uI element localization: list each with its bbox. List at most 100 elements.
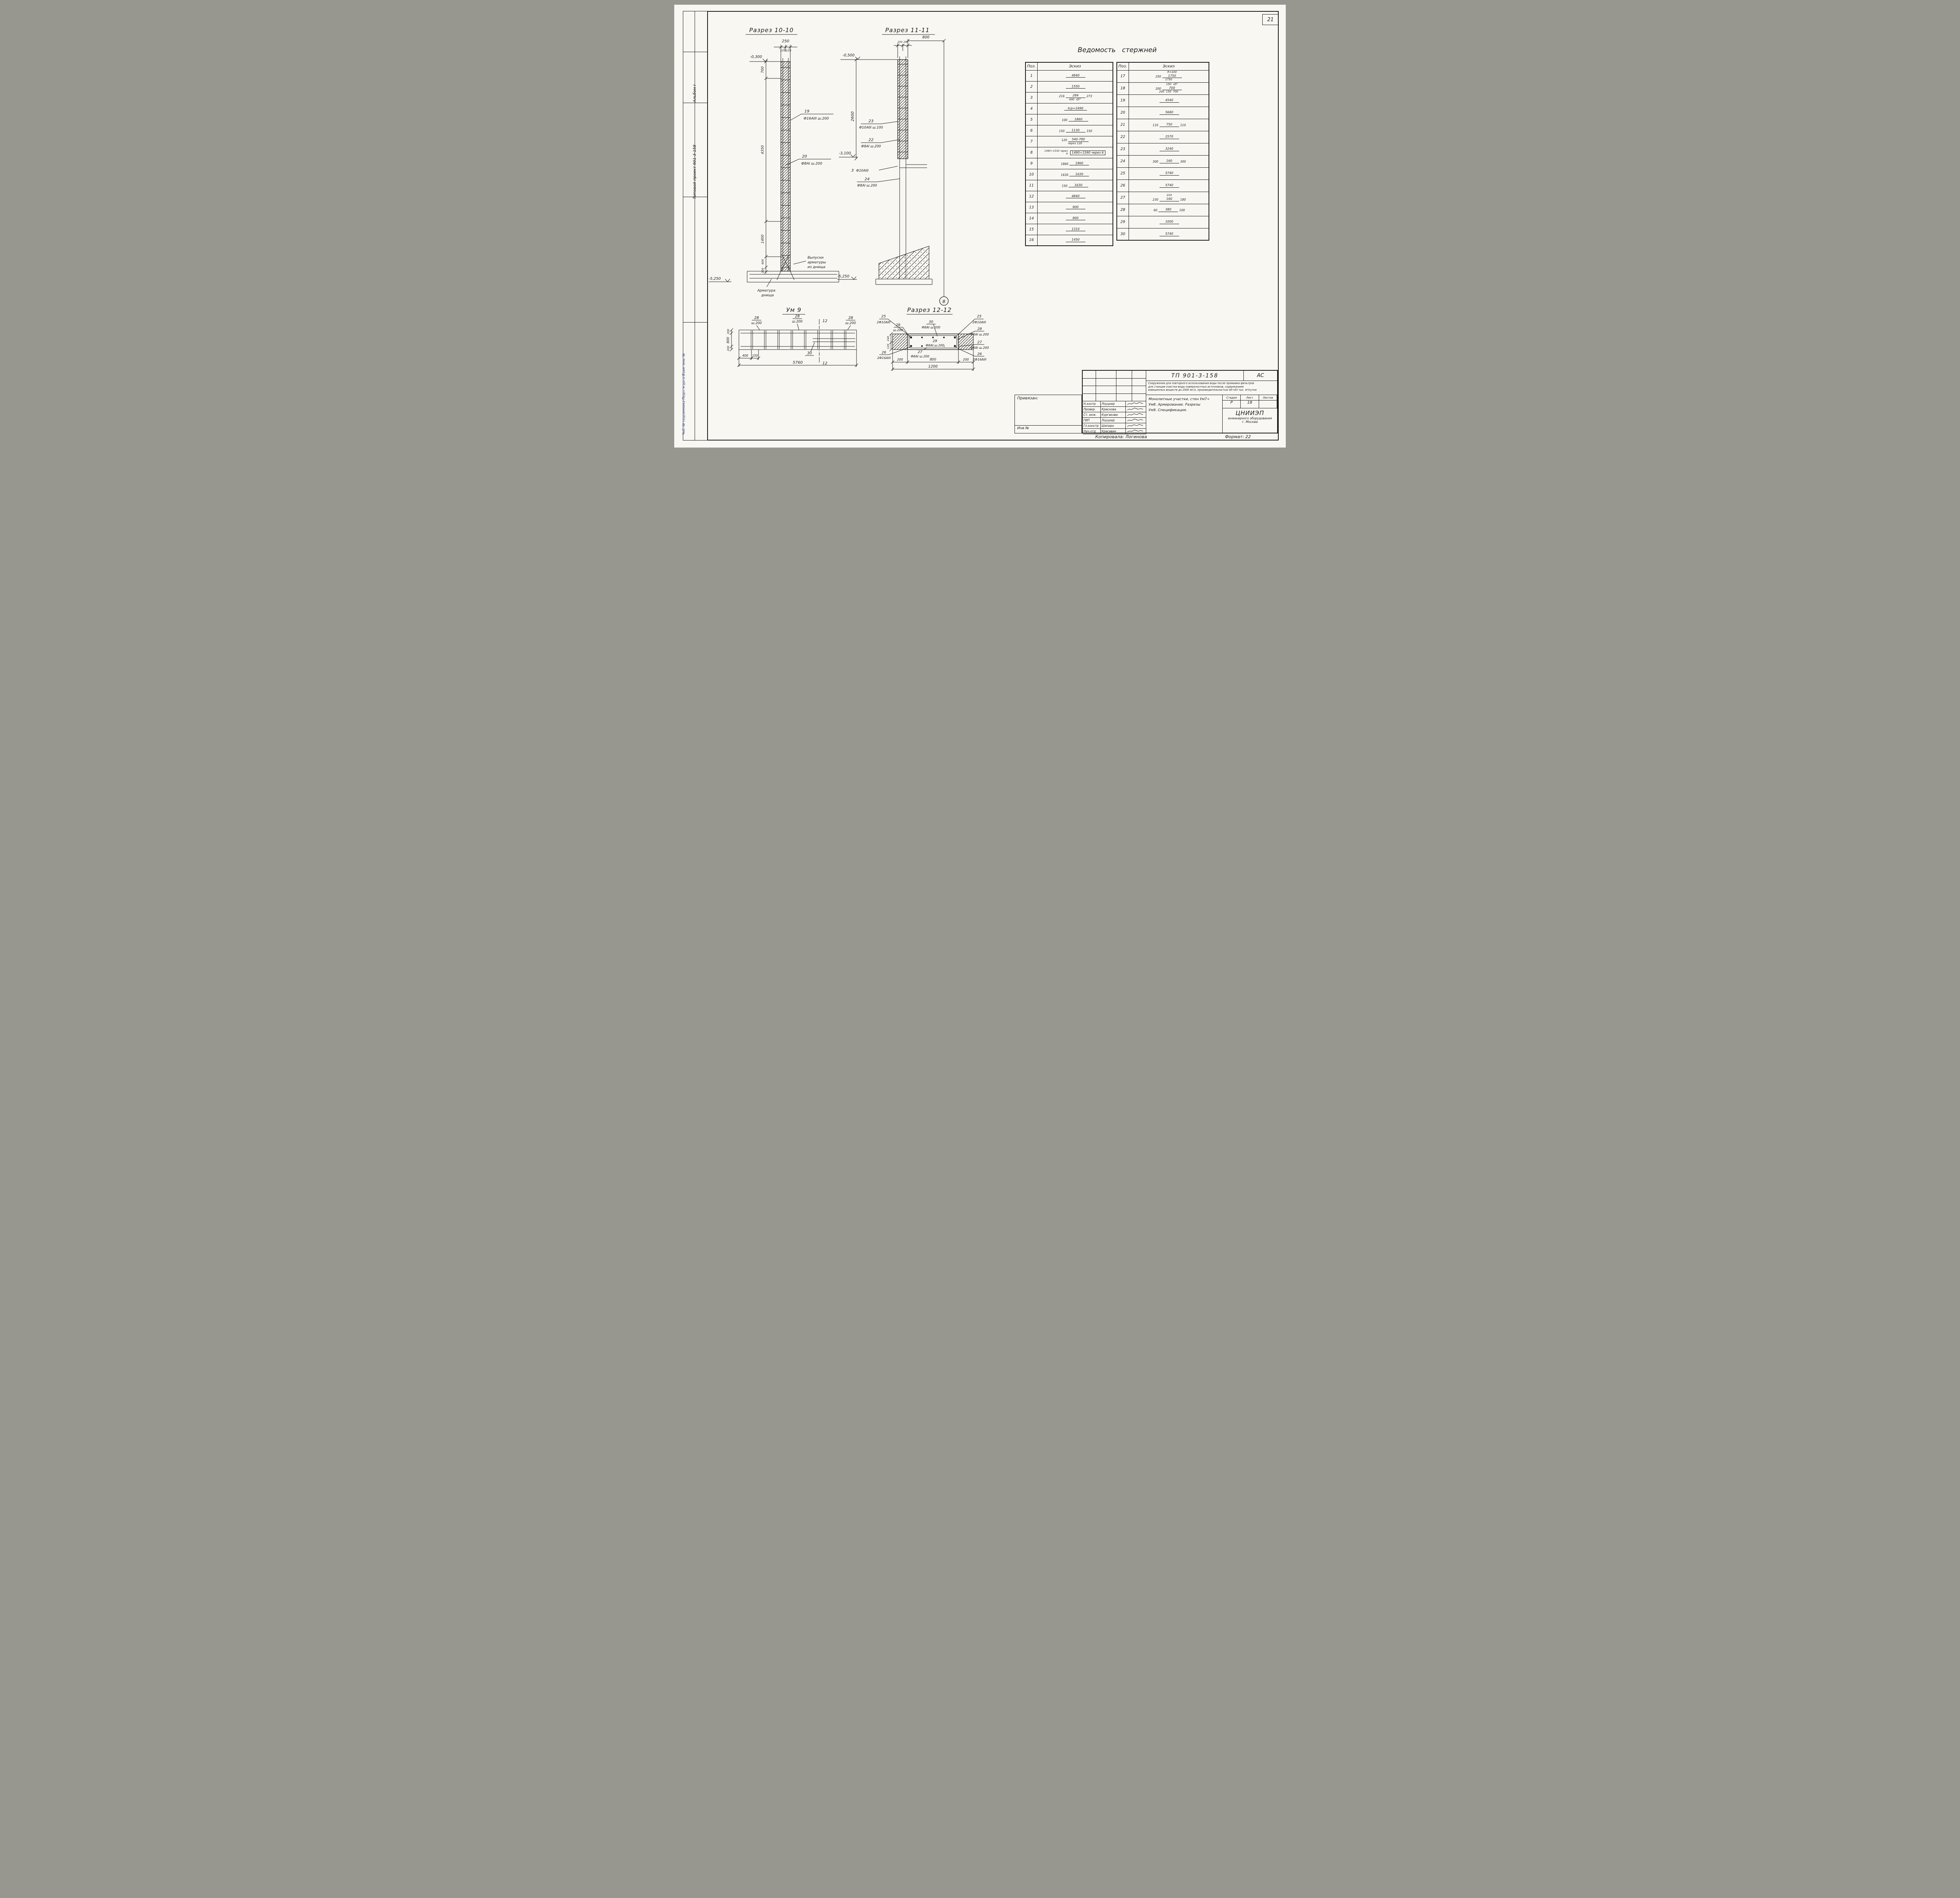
bar-pos: 22 — [1116, 131, 1129, 143]
dim-1400: 1400 — [761, 234, 765, 243]
subject-line2: Ум8. Армирование. Разрезы — [1149, 402, 1201, 407]
dim-5760: 5760 — [793, 361, 802, 365]
main-frame — [707, 11, 1279, 441]
note-bottom-reinforcement: Арматура днища — [757, 279, 775, 297]
label20: Ф8АI ш.200 — [801, 162, 822, 166]
stage-header: Стадия — [1223, 395, 1241, 401]
sketch-dim-above: R=100 — [1167, 70, 1177, 74]
bar-sketch: 800 — [1037, 212, 1113, 224]
sketch-dim-main: 1000 — [1159, 220, 1179, 224]
project-description: Сооружения для повторного использования … — [1146, 381, 1277, 395]
label22: Ф8АI ш.200 — [861, 145, 881, 149]
sketch-dim-main: 5740 — [1159, 232, 1179, 236]
bar-pos: 21 — [1116, 118, 1129, 131]
pos27: 27 — [918, 350, 922, 354]
bar-pos: 11 — [1025, 179, 1038, 191]
copied-by: Копировала: Логинова — [1095, 434, 1147, 439]
pos30: 30 — [807, 351, 812, 355]
label26: 2Ф16АIII — [877, 356, 891, 360]
label-pos27-mid: 27 Ф8АI ш.200 — [910, 347, 930, 359]
bar-pos: 2 — [1025, 81, 1038, 92]
label-f8: Ф8АI ш.200 — [970, 333, 989, 336]
beam-section — [907, 334, 959, 350]
bar-sketch: 5740 — [1128, 179, 1209, 192]
sketch-dim-below: 1750 — [1165, 78, 1172, 82]
bar-pos: 15 — [1025, 223, 1038, 235]
sketch-dim-below: через 120 — [1067, 141, 1082, 145]
bar-sketch: 1000 — [1128, 216, 1209, 228]
label25: 2Ф10АIII — [973, 321, 986, 324]
um9-title: Ум 9 — [786, 306, 802, 314]
um9-drawing: Ум 9 12 12 28 ш.200 28 — [726, 306, 858, 367]
label-f8: Ф8АI ш.200 — [926, 344, 944, 347]
pos30: 30 — [929, 320, 933, 324]
dim-4350: 4350 — [761, 145, 765, 154]
signature-cell — [1126, 407, 1146, 412]
revision-grid — [1083, 371, 1146, 401]
elevation-top-mark: -0,300 — [750, 55, 781, 62]
bar-sketch: 2570 — [1128, 131, 1209, 143]
label-f8: Ф8АI ш.200 — [911, 355, 929, 358]
sketch-dim-main: 800 — [1065, 216, 1085, 221]
signature-cell — [1126, 429, 1146, 434]
sketch-dim-main: 540-780 — [1068, 138, 1089, 142]
person-role: Ст. инж. — [1083, 412, 1101, 418]
bar-pos: 25 — [1116, 167, 1129, 180]
cut-label-12-top: 12 — [822, 319, 828, 323]
bar-pos: 12 — [1025, 190, 1038, 202]
dim-200-top: 200 — [727, 329, 730, 334]
pos23: 23 — [869, 119, 874, 123]
pos25: 25 — [881, 315, 886, 319]
bar-sketch: 5740 — [1128, 167, 1209, 180]
bar-pos: 1 — [1025, 70, 1038, 82]
section-12-12-drawing: Разрез 12-12 25 2Ф10АIII 28 — [877, 306, 989, 371]
pos20: 20 — [802, 154, 807, 159]
label-pos19: 19 Ф16АIII ш.200 — [790, 109, 833, 121]
elevation-bottom-mark: -5,250 — [837, 274, 857, 280]
pos28: 28 — [754, 316, 759, 320]
label24: Ф8АI ш.200 — [857, 184, 877, 188]
person-name: Краснова — [1101, 407, 1126, 412]
strip-tick — [683, 322, 707, 323]
bar-sketch: ℓср=1690 — [1037, 103, 1113, 114]
dim-800: 800 — [726, 337, 730, 343]
sketch-dim-left: 1630 — [1061, 173, 1069, 177]
bar-sketch: 900 — [1037, 201, 1113, 213]
dim-120: 120 — [887, 344, 890, 349]
label23: Ф10АIII ш.100 — [859, 126, 883, 130]
description-line3: взвешенных веществ до 2500 мг/л, произво… — [1148, 388, 1257, 392]
attach-box: Привязан: Инв № — [1014, 395, 1082, 433]
bar-pos: 28 — [1116, 203, 1129, 216]
sketch-dim-right: 273 — [1086, 94, 1093, 98]
sketch-dim-main: 1310 — [1065, 227, 1085, 232]
bottom-slab — [747, 255, 839, 283]
dim-150: 150 — [752, 354, 758, 357]
sketch-dim-left: 100 — [1062, 118, 1067, 122]
pos24: 24 — [865, 177, 870, 181]
pos19: 19 — [804, 109, 809, 114]
spacing-label: ш.200 — [846, 321, 856, 325]
page-number: 21 — [1262, 14, 1279, 25]
sketch-dim-left: 216 — [1059, 94, 1065, 98]
bar-pos: 24 — [1116, 155, 1129, 168]
bar-sketch: 5740 — [1128, 228, 1209, 241]
dim-chain-vertical: 700 4350 1400 600 200 — [761, 60, 781, 274]
dim-125-right: 125 — [786, 49, 791, 52]
drawing-sheet: Альбом I Типовой проект 901-3-158 Чеб. №… — [674, 5, 1286, 448]
dim-600: 600 — [761, 259, 764, 265]
sketch-dim-right: 180 — [1180, 198, 1186, 202]
